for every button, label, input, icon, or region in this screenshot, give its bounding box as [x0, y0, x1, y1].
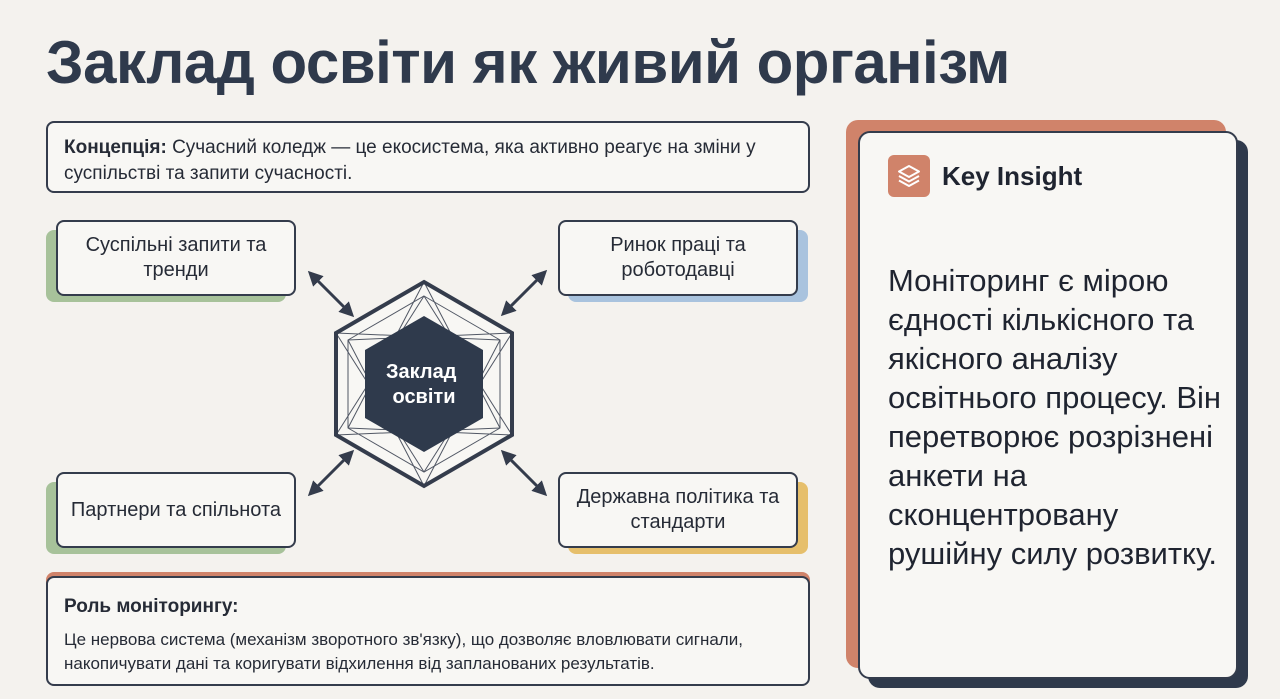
- node-label: Ринок праці та роботодавці: [558, 220, 798, 296]
- page-title: Заклад освіти як живий організм: [46, 29, 1010, 96]
- role-title: Роль моніторингу:: [64, 596, 239, 617]
- arrow-top-right: [500, 269, 548, 317]
- role-text: Це нервова система (механізм зворотного …: [64, 630, 743, 673]
- node-state-policy: Державна політика та стандарти: [558, 472, 808, 554]
- node-social-requests: Суспільні запити та тренди: [46, 220, 296, 302]
- node-label: Суспільні запити та тренди: [56, 220, 296, 296]
- arrow-bottom-left: [307, 449, 355, 497]
- arrow-top-left: [307, 270, 355, 318]
- node-label: Партнери та спільнота: [56, 472, 296, 548]
- layers-icon: [888, 155, 930, 197]
- node-partners: Партнери та спільнота: [46, 472, 296, 554]
- node-label: Державна політика та стандарти: [558, 472, 798, 548]
- concept-label: Концепція:: [64, 137, 167, 158]
- center-hexagon: [334, 279, 514, 489]
- center-label: Заклад освіти: [386, 361, 462, 408]
- role-box: Роль моніторингу: Це нервова система (ме…: [46, 572, 810, 686]
- concept-text: Сучасний коледж — це екосистема, яка акт…: [64, 137, 756, 184]
- node-labor-market: Ринок праці та роботодавці: [558, 220, 808, 302]
- insight-header: Key Insight: [888, 155, 1082, 197]
- arrow-bottom-right: [500, 449, 548, 497]
- insight-text: Моніторинг є мірою єдності кількісного т…: [888, 263, 1222, 571]
- insight-title: Key Insight: [942, 160, 1083, 191]
- key-insight-card: Key Insight Моніторинг є мірою єдності к…: [858, 131, 1238, 679]
- concept-box: Концепція: Сучасний коледж — це екосисте…: [46, 121, 810, 193]
